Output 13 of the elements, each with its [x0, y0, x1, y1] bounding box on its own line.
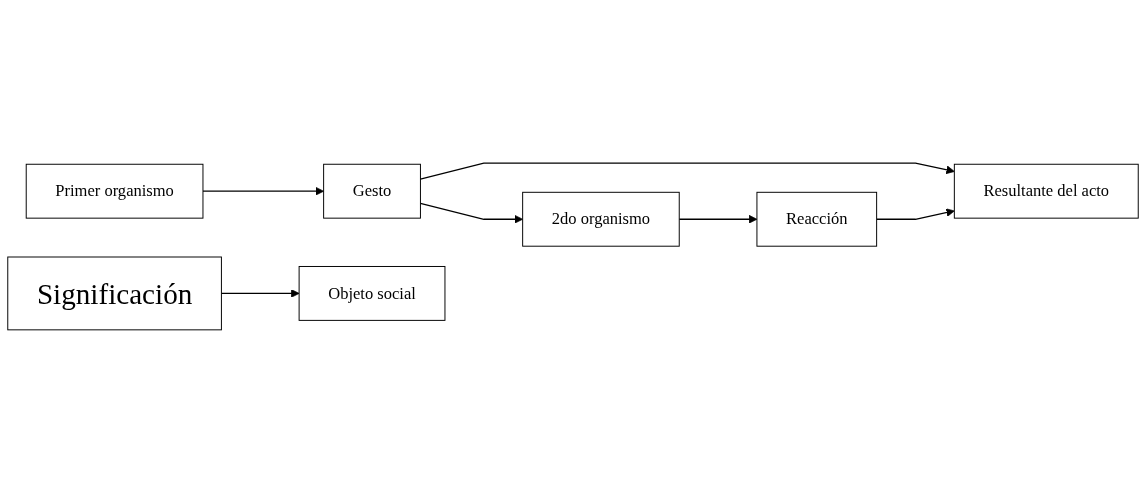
arrow — [202, 186, 324, 196]
node-box: Reacción — [756, 191, 878, 247]
node-box: Gesto — [323, 163, 421, 219]
node-box: 2do organismo — [522, 191, 680, 247]
arrow — [678, 214, 758, 224]
arrow — [876, 208, 955, 220]
node-box: Resultante del acto — [953, 163, 1139, 219]
arrow — [419, 202, 524, 224]
arrow — [419, 162, 955, 180]
arrow — [220, 289, 300, 298]
node-box: Significación — [7, 256, 222, 331]
node-box: Objeto social — [298, 266, 446, 321]
node-box: Primer organismo — [25, 163, 204, 219]
